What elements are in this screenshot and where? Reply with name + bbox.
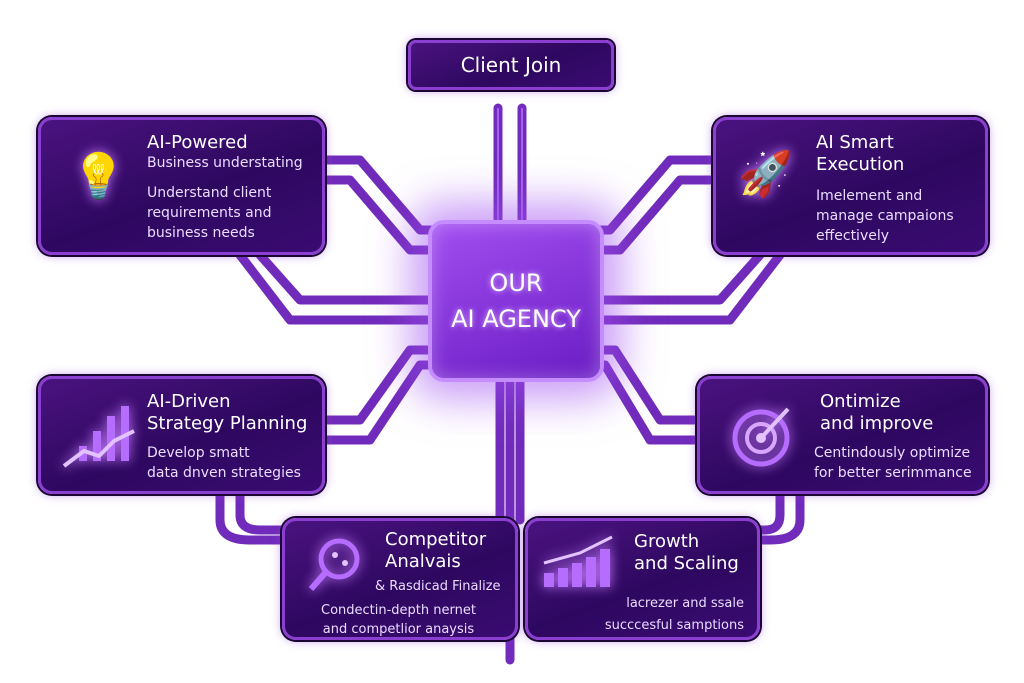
step-desc-line: effectively: [816, 228, 890, 244]
step-subtitle: Business understating: [147, 155, 303, 171]
target-icon: [732, 407, 790, 467]
step-desc-line: succcesful samptions: [604, 618, 744, 633]
step-title: Execution: [816, 154, 905, 175]
growth-chart-icon: [62, 406, 135, 468]
step-desc-line: lacrezer and ssale: [626, 596, 744, 611]
step-desc-line: Develop smatt: [147, 445, 250, 461]
step-title: and improve: [820, 413, 934, 434]
step-title: AI-Driven: [147, 391, 231, 412]
step-desc-line: manage campaions: [816, 208, 954, 224]
step-subtitle: & Rasdicad Finalize: [375, 579, 501, 594]
bar-chart-arrow-icon: [543, 535, 613, 587]
lightbulb-icon: 💡: [71, 151, 126, 202]
step-title: Analvais: [385, 551, 461, 572]
rocket-icon: 🚀: [738, 149, 793, 200]
step-title: Strategy Planning: [147, 413, 308, 434]
step-desc-line: and competlior anaysis: [322, 622, 475, 637]
magnifier-icon: [308, 538, 360, 591]
step-title: Competitor: [385, 529, 487, 550]
center-line-2: AI AGENCY: [451, 305, 581, 333]
step-desc-line: Understand client: [147, 185, 272, 201]
client-join-node: Client Join: [408, 40, 614, 90]
center-line-1: OUR: [489, 269, 543, 297]
step-strategy-planning: AI-Driven Strategy Planning Develop smat…: [38, 376, 325, 494]
step-desc-line: for better serimmance: [814, 465, 972, 481]
step-smart-execution: 🚀 AI Smart Execution Imelement and manag…: [713, 117, 988, 255]
step-title: AI Smart: [816, 132, 894, 153]
step-title: AI-Powered: [147, 132, 248, 153]
step-desc-line: requirements and: [147, 205, 272, 221]
step-title: Growth: [634, 531, 700, 552]
client-join-label: Client Join: [460, 53, 562, 77]
step-optimize-improve: Ontimize and improve Centindously optimi…: [697, 376, 988, 494]
step-competitor-analysis: Competitor Analvais & Rasdicad Finalize …: [282, 518, 518, 640]
step-desc-line: Centindously optimize: [814, 445, 971, 461]
step-business-understanding: 💡 AI-Powered Business understating Under…: [38, 117, 325, 255]
step-desc-line: Condectin-depth nernet: [321, 603, 476, 618]
step-growth-scaling: Growth and Scaling lacrezer and ssale su…: [525, 518, 760, 640]
center-ai-agency-chip: OUR AI AGENCY: [428, 220, 604, 382]
step-desc-line: Imelement and: [816, 188, 923, 204]
step-title: Ontimize: [820, 391, 901, 412]
step-desc-line: business needs: [147, 225, 255, 241]
step-title: and Scaling: [634, 553, 739, 574]
step-desc-line: data dnven strategies: [147, 465, 301, 481]
